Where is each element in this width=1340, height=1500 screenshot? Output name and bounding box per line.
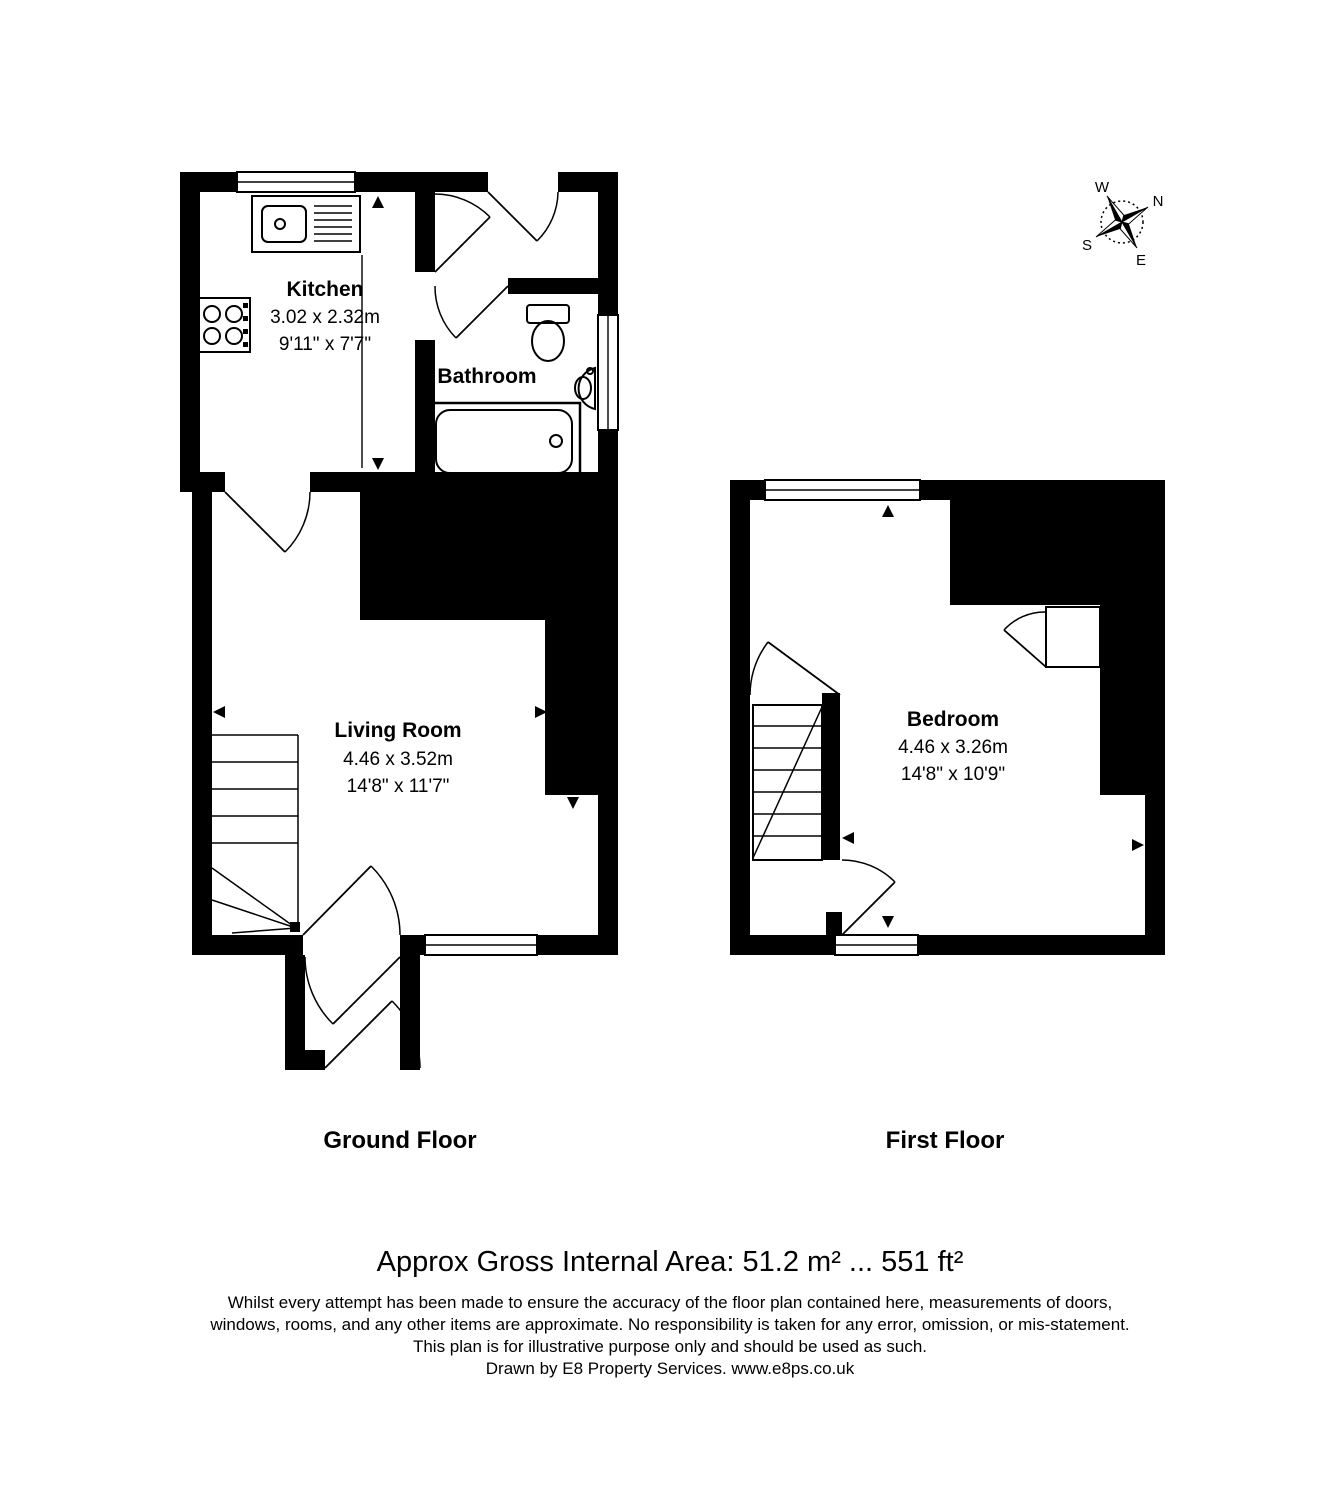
living-dim-arrow-right — [535, 706, 547, 718]
living-room-label: Living Room — [334, 719, 461, 742]
kitchen-label: Kitchen — [286, 278, 363, 301]
gross-internal-area: Approx Gross Internal Area: 51.2 m² ... … — [376, 1246, 964, 1278]
bathroom-label: Bathroom — [437, 365, 536, 388]
bathroom-window — [597, 314, 619, 431]
living-dim-arrow-left — [213, 706, 225, 718]
kitchen-dim-arrow-down — [372, 458, 384, 470]
compass-letter-e: E — [1136, 252, 1146, 269]
first-floor-plan: Bedroom 4.46 x 3.26m 14'8" x 10'9" First… — [730, 479, 1165, 1154]
living-dim-arrow-down — [567, 797, 579, 809]
stairwell-door — [749, 641, 841, 696]
bedroom-dim-arrow-right — [1132, 839, 1144, 851]
bathroom-sink — [574, 366, 596, 411]
compass-letter-w: W — [1095, 179, 1110, 196]
bedroom-dim-metric: 4.46 x 3.26m — [898, 737, 1008, 758]
disclaimer-line-3: This plan is for illustrative purpose on… — [412, 1337, 928, 1357]
compass-rose: N W S E — [1082, 179, 1164, 269]
kitchen-sink-unit — [251, 195, 361, 253]
bedroom-window-top — [764, 479, 921, 501]
ground-floor-label: Ground Floor — [323, 1127, 476, 1154]
bedroom-dim-arrow-down — [882, 916, 894, 928]
porch-inner-door — [304, 956, 401, 1025]
kitchen-dim-metric: 3.02 x 2.32m — [270, 307, 380, 328]
bedroom-dim-arrow-left — [842, 832, 854, 844]
hall-to-kitchen-door — [434, 193, 491, 273]
footer: Approx Gross Internal Area: 51.2 m² ... … — [0, 1246, 1340, 1380]
compass-letter-n: N — [1153, 193, 1164, 210]
living-room-window — [424, 934, 538, 956]
bedroom-door — [841, 859, 896, 936]
living-room-dim-imperial: 14'8" x 11'7" — [347, 776, 450, 797]
living-room-dim-metric: 4.46 x 3.52m — [343, 749, 453, 770]
bathroom-door — [434, 285, 509, 339]
kitchen-to-living-door — [224, 491, 311, 553]
front-entry-door — [302, 865, 401, 936]
compass-star — [1095, 195, 1149, 249]
first-floor-label: First Floor — [886, 1127, 1005, 1154]
disclaimer-line-1: Whilst every attempt has been made to en… — [227, 1293, 1113, 1312]
first-floor-stairs — [752, 704, 823, 861]
bedroom-closet — [1003, 606, 1101, 668]
kitchen-dim-arrow-up — [372, 196, 384, 208]
bedroom-window-bottom — [834, 934, 919, 956]
first-floor-walls — [730, 480, 1165, 955]
ground-floor-walls — [180, 172, 618, 1070]
disclaimer-line-2: windows, rooms, and any other items are … — [210, 1315, 1130, 1335]
compass-letter-s: S — [1082, 237, 1092, 254]
bedroom-dim-arrow-up — [882, 505, 894, 517]
drawn-by-credit: Drawn by E8 Property Services. www.e8ps.… — [485, 1359, 855, 1379]
toilet — [526, 304, 570, 362]
bedroom-dim-imperial: 14'8" x 10'9" — [901, 764, 1005, 785]
ground-floor-stairs — [211, 734, 300, 934]
compass-tick-ring — [1100, 200, 1144, 244]
kitchen-dim-imperial: 9'11" x 7'7" — [279, 334, 371, 355]
bathtub — [426, 401, 582, 482]
ground-floor-plan: Kitchen 3.02 x 2.32m 9'11" x 7'7" Bathro… — [180, 171, 619, 1154]
back-door — [487, 191, 559, 242]
porch-outer-door — [324, 1000, 421, 1069]
kitchen-window — [236, 171, 356, 193]
bedroom-label: Bedroom — [907, 708, 999, 731]
stove-hob — [195, 297, 251, 353]
